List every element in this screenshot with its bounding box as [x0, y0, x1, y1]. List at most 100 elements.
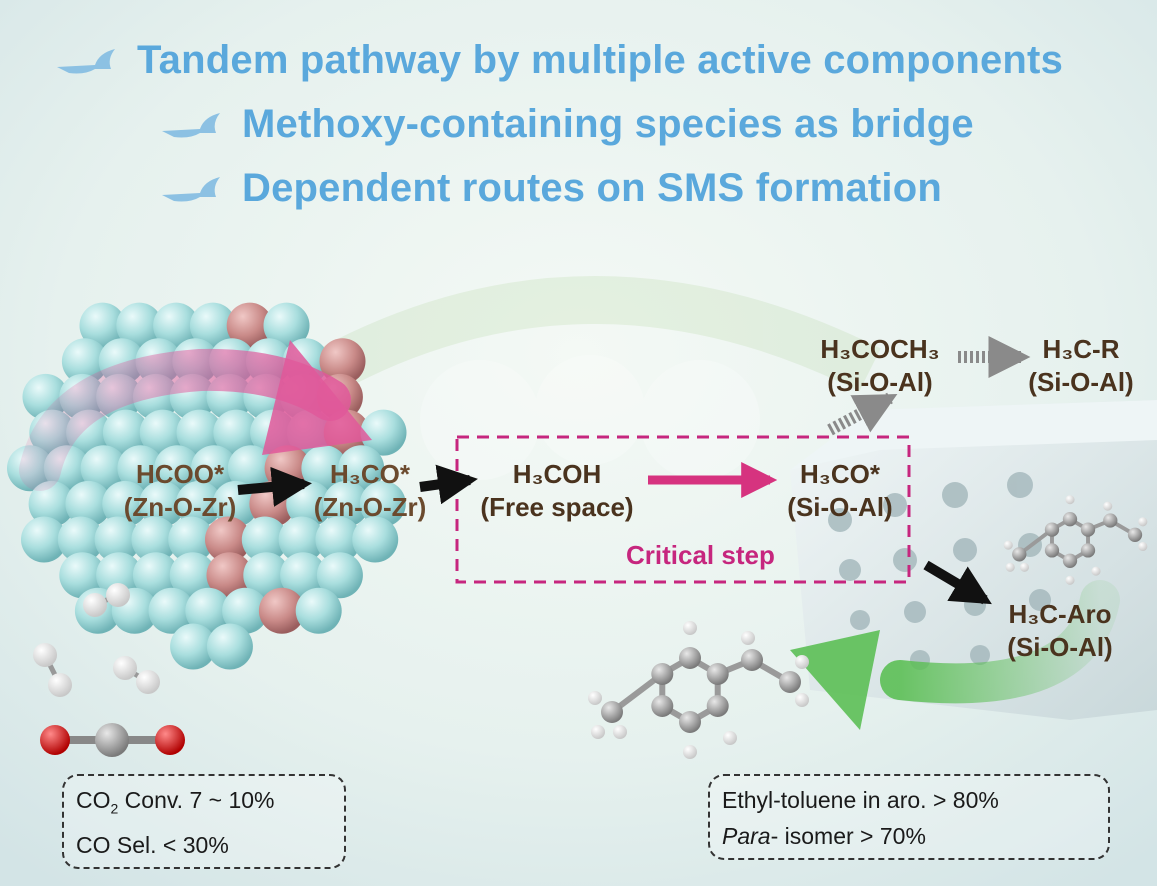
- headline-1-text: Tandem pathway by multiple active compon…: [137, 38, 1064, 82]
- cluster-atom: [301, 445, 348, 492]
- species-h3coch3-name: H₃COCH₃: [820, 334, 940, 364]
- molecule-hydrogen-atom: [1103, 501, 1113, 511]
- cluster-atom: [154, 445, 201, 492]
- species-h3co-sial-site: (Si-O-Al): [787, 492, 893, 522]
- cluster-atom: [153, 302, 200, 349]
- cluster-atom: [359, 480, 406, 527]
- cluster-atom: [191, 445, 237, 492]
- zeolite-cycle-arrowhead: [790, 630, 880, 730]
- molecule-carbon-atom: [1012, 547, 1027, 562]
- cluster-atom: [148, 587, 195, 634]
- para-italic: Para: [722, 823, 771, 849]
- molecule-carbon-atom: [601, 701, 623, 723]
- cluster-atom: [96, 552, 143, 599]
- cluster-atom: [315, 516, 362, 563]
- cluster-atom: [222, 587, 269, 634]
- molecule-carbon-atom: [1062, 553, 1078, 568]
- cluster-atom: [65, 480, 112, 527]
- headline-3-text: Dependent routes on SMS formation: [242, 166, 942, 210]
- co2-molecule-icon: [40, 723, 185, 757]
- cluster-atom: [295, 587, 342, 634]
- cluster-atom: [170, 623, 217, 670]
- molecule-carbon-atom: [741, 649, 763, 671]
- molecule-hydrogen-atom: [588, 691, 602, 705]
- molecule-hydrogen-atom: [683, 621, 697, 635]
- molecule-carbon-atom: [706, 695, 729, 717]
- molecule-hydrogen-atom: [723, 731, 737, 745]
- species-h3coh: H₃COH (Free space): [462, 458, 652, 524]
- molecule-hydrogen-atom: [1091, 566, 1101, 576]
- co2-subscript: 2: [110, 800, 119, 817]
- molecule-carbon-atom: [1080, 543, 1096, 558]
- critical-step-box: [455, 435, 911, 584]
- cluster-atom: [360, 409, 407, 456]
- cluster-atom: [57, 516, 104, 563]
- molecule-carbon-atom: [651, 695, 674, 717]
- cluster-atom: [94, 516, 141, 563]
- background-decoration: [318, 276, 881, 480]
- cluster-atom: [168, 516, 215, 563]
- molecule-carbon-atom: [679, 647, 701, 669]
- molecule-hydrogen-atom: [795, 693, 809, 707]
- molecule-hydrogen-atom: [1138, 541, 1148, 552]
- molecule-hydrogen-atom: [1138, 517, 1148, 527]
- cluster-atom: [323, 480, 369, 527]
- headline-3: Dependent routes on SMS formation: [160, 166, 942, 211]
- cluster-atom: [169, 552, 216, 599]
- headline-2: Methoxy-containing species as bridge: [160, 102, 974, 147]
- cluster-atom: [102, 480, 149, 527]
- cluster-atom: [316, 552, 363, 599]
- cluster-atom: [319, 338, 366, 385]
- cluster-atom: [79, 302, 126, 349]
- cluster-atom: [176, 409, 223, 456]
- arrow-to-h3c-aro: [923, 560, 992, 605]
- cluster-atom: [59, 552, 106, 599]
- species-h3coch3: H₃COCH₃ (Si-O-Al): [800, 333, 960, 399]
- cluster-atom: [28, 480, 75, 527]
- molecule-carbon-atom: [1103, 513, 1118, 528]
- cluster-atom: [139, 480, 185, 527]
- molecule-carbon-atom: [1044, 522, 1060, 537]
- cluster-atom: [117, 445, 164, 492]
- left-note-line-1: CO2 Conv. 7 ~ 10%: [76, 782, 334, 827]
- species-hcoo-name: HCOO*: [135, 459, 225, 489]
- arrow-hcoo-to-h3co: [237, 466, 312, 507]
- ethyltoluene-molecule-icon-small: [1003, 495, 1148, 585]
- cluster-atom: [21, 516, 67, 563]
- molecule-carbon-atom: [779, 671, 801, 693]
- critical-step-label: Critical step: [626, 540, 775, 570]
- species-h3c-r: H₃C-R (Si-O-Al): [1008, 333, 1154, 399]
- species-hcoo: HCOO* (Zn-O-Zr): [100, 458, 260, 524]
- molecule-hydrogen-atom: [1005, 562, 1015, 572]
- cluster-atom: [258, 587, 305, 634]
- hydrogen-molecule-icon: [33, 583, 160, 697]
- molecule-hydrogen-atom: [741, 631, 755, 645]
- bird-icon: [162, 113, 220, 138]
- molecule-carbon-atom: [651, 663, 674, 685]
- right-note-line-1: Ethyl-toluene in aro. > 80%: [722, 787, 999, 813]
- zeolite-cycle-arrow: [880, 580, 1120, 704]
- species-h3c-aro-name: H₃C-Aro: [1008, 599, 1112, 629]
- species-h3coch3-site: (Si-O-Al): [827, 367, 933, 397]
- cluster-atom: [278, 516, 325, 563]
- co-text: CO: [76, 787, 111, 813]
- species-hcoo-site: (Zn-O-Zr): [123, 492, 237, 522]
- cluster-atom: [189, 302, 236, 349]
- molecule-hydrogen-atom: [1003, 540, 1013, 550]
- conversion-text: Conv. 7 ~ 10%: [118, 787, 275, 813]
- molecule-hydrogen-atom: [1065, 575, 1075, 585]
- species-h3c-aro-site: (Si-O-Al): [1007, 632, 1113, 662]
- cluster-atom: [263, 302, 310, 349]
- cluster-atom: [241, 516, 288, 563]
- molecule-hydrogen-atom: [613, 725, 627, 739]
- cluster-atom: [206, 623, 253, 670]
- cluster-atom: [116, 302, 163, 349]
- species-h3co-zr-site: (Zn-O-Zr): [313, 492, 427, 522]
- species-h3c-aro: H₃C-Aro (Si-O-Al): [980, 598, 1140, 664]
- species-h3coh-name: H₃COH: [512, 459, 602, 489]
- molecule-hydrogen-atom: [795, 655, 809, 669]
- left-note-box: CO2 Conv. 7 ~ 10% CO Sel. < 30%: [62, 774, 346, 869]
- cluster-atom: [175, 480, 222, 527]
- cluster-atom: [280, 552, 327, 599]
